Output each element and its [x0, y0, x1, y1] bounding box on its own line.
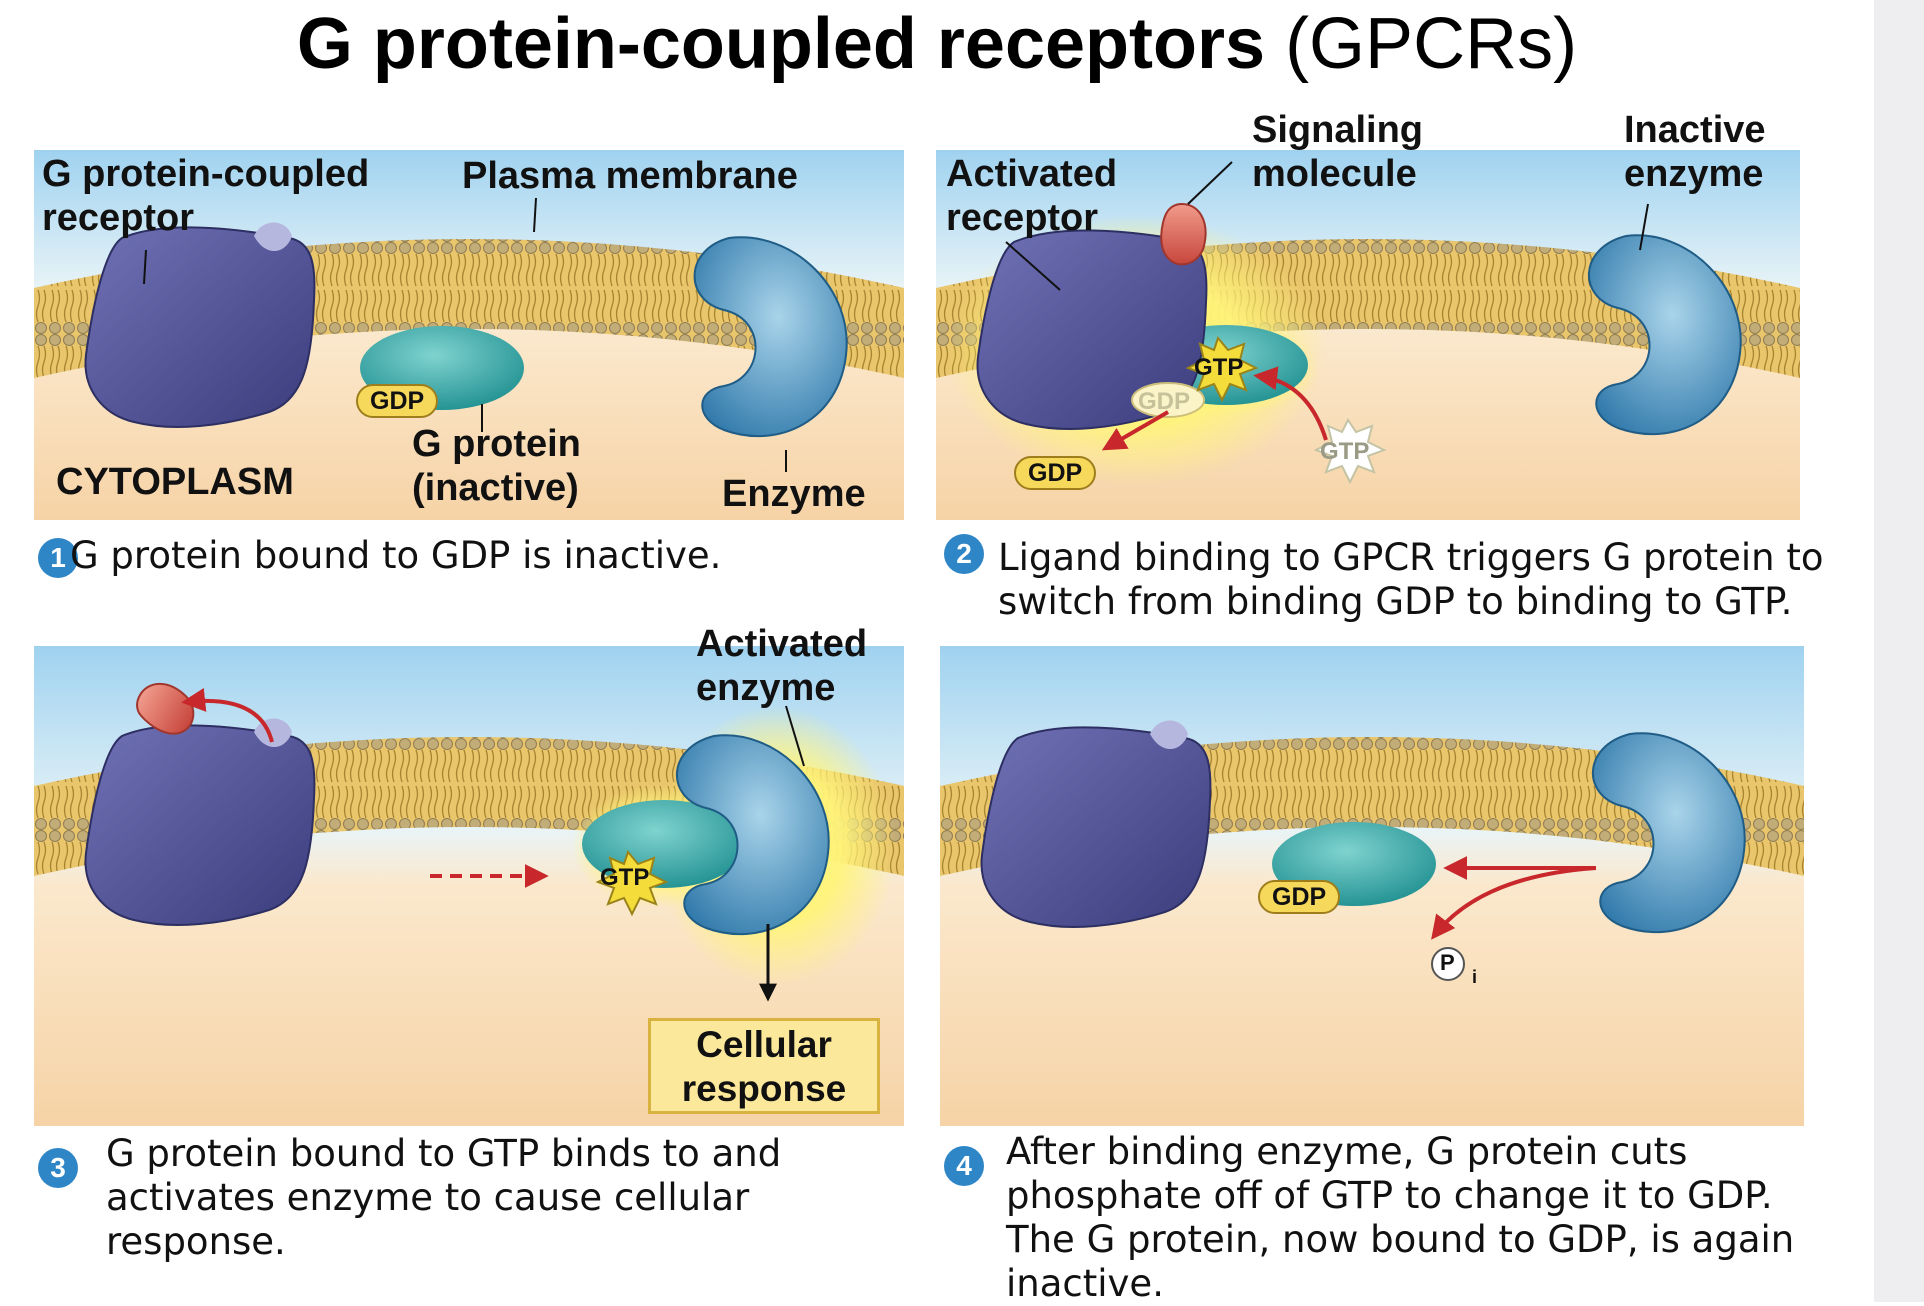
gdp-released-badge: GDP — [1014, 456, 1097, 490]
gtp-incoming-star — [1313, 418, 1387, 485]
gdp-leaving — [1131, 382, 1205, 418]
step-1-number: 1 — [38, 538, 78, 578]
gtp-incoming-label: GTP — [1320, 438, 1370, 465]
enzyme-label: Enzyme — [722, 473, 866, 515]
cytoplasm-label: CYTOPLASM — [56, 461, 294, 503]
gpcr-receptor — [84, 222, 316, 428]
step-4-number: 4 — [944, 1146, 984, 1186]
gpcr-receptor — [84, 718, 316, 926]
enzyme — [693, 236, 848, 438]
g-protein-label: G protein(inactive) — [412, 423, 581, 509]
gdp-leaving-label: GDP — [1138, 388, 1191, 415]
step-2-caption: Ligand binding to GPCR triggers G protei… — [998, 536, 1824, 623]
panel-step-4: GDP P i — [940, 646, 1804, 1126]
step-3-number: 3 — [38, 1148, 78, 1188]
phosphate-circle — [1431, 947, 1465, 981]
step-1-caption: G protein bound to GDP is inactive. — [70, 534, 722, 577]
gtp-star — [595, 849, 669, 917]
page-title: G protein-coupled receptors (GPCRs) — [296, 4, 1578, 84]
gtp-star — [1185, 335, 1259, 403]
gtp-bound-label: GTP — [1194, 354, 1244, 381]
inactive-enzyme — [1588, 234, 1742, 436]
step-2-number: 2 — [944, 534, 984, 574]
signaling-molecule — [1160, 202, 1207, 266]
right-sidebar — [1874, 0, 1924, 1302]
enzyme — [1592, 732, 1746, 934]
activated-enzyme — [676, 734, 830, 936]
phosphate-subscript: i — [1472, 967, 1478, 987]
gpcr-receptor — [980, 720, 1212, 928]
gdp-badge: GDP — [356, 384, 439, 418]
gdp-badge: GDP — [1258, 880, 1341, 914]
membrane-label: Plasma membrane — [462, 155, 798, 197]
gtp-label: GTP — [600, 864, 650, 891]
phosphate-label: P — [1440, 950, 1455, 975]
signaling-molecule — [136, 682, 195, 735]
